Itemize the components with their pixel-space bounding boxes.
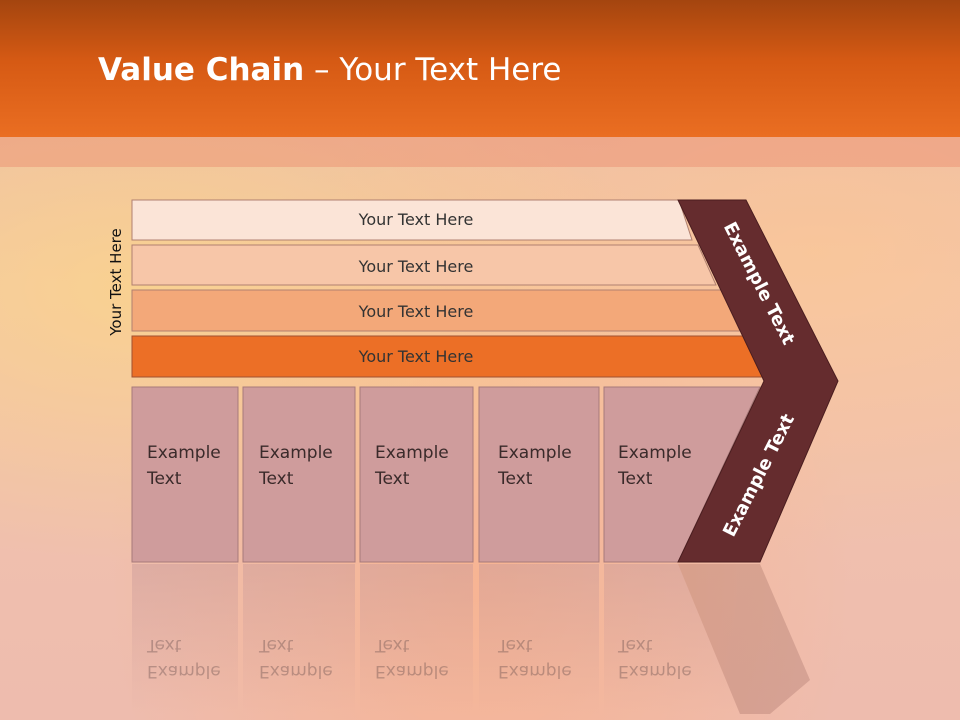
reflection-box-3-line2: Text (374, 635, 410, 655)
slide-title-rest: – Your Text Here (304, 52, 562, 88)
reflection-box-3 (360, 564, 473, 714)
box-5-line1: Example (618, 443, 692, 463)
reflection-box-5 (604, 564, 740, 714)
reflection-box-2-line2: Text (258, 635, 294, 655)
box-3-line1: Example (375, 443, 449, 463)
reflection-box-2 (243, 564, 355, 714)
slide-title-bold: Value Chain (98, 52, 305, 88)
box-3-shape (359, 386, 474, 563)
reflection-box-4-line1: Example (498, 661, 572, 681)
box-4: Example Text (478, 386, 600, 563)
reflection-box-1-line2: Text (146, 635, 182, 655)
bar-4: Your Text Here (131, 335, 765, 378)
bar-2: Your Text Here (131, 244, 717, 286)
chevron-arrow-shape (677, 199, 839, 563)
reflection-box-5-line2: Text (617, 635, 653, 655)
reflection-chevron (678, 564, 810, 714)
reflection-box-4 (479, 564, 599, 714)
bar-4-label: Your Text Here (358, 347, 474, 366)
bar-3-label: Your Text Here (358, 302, 474, 321)
bar-2-label: Your Text Here (358, 257, 474, 276)
box-5: Example Text (603, 386, 761, 563)
title-bar-shadow-strip (0, 137, 960, 167)
box-4-line1: Example (498, 443, 572, 463)
reflection-box-5-line1: Example (618, 661, 692, 681)
box-2-shape (242, 386, 356, 563)
bar-3: Your Text Here (131, 289, 741, 332)
box-2-line1: Example (259, 443, 333, 463)
reflection-box-1 (132, 564, 238, 714)
bar-1-label: Your Text Here (358, 210, 474, 229)
box-1-shape (131, 386, 239, 563)
box-2: Example Text (242, 386, 356, 563)
box-5-line2: Text (617, 469, 653, 489)
slide-title: Value Chain – Your Text Here (98, 52, 561, 88)
box-3: Example Text (359, 386, 474, 563)
bar-1: Your Text Here (131, 199, 693, 241)
title-bar (0, 0, 960, 137)
box-1: Example Text (131, 386, 239, 563)
box-3-line2: Text (374, 469, 410, 489)
box-4-shape (478, 386, 600, 563)
reflection-box-2-line1: Example (259, 661, 333, 681)
box-1-line1: Example (147, 443, 221, 463)
box-4-line2: Text (497, 469, 533, 489)
bar-2-shape (131, 244, 717, 286)
reflection-box-1-line1: Example (147, 661, 221, 681)
box-2-line2: Text (258, 469, 294, 489)
reflection-box-3-line1: Example (375, 661, 449, 681)
reflection-box-4-line2: Text (497, 635, 533, 655)
box-1-line2: Text (146, 469, 182, 489)
bar-1-shape (131, 199, 693, 241)
